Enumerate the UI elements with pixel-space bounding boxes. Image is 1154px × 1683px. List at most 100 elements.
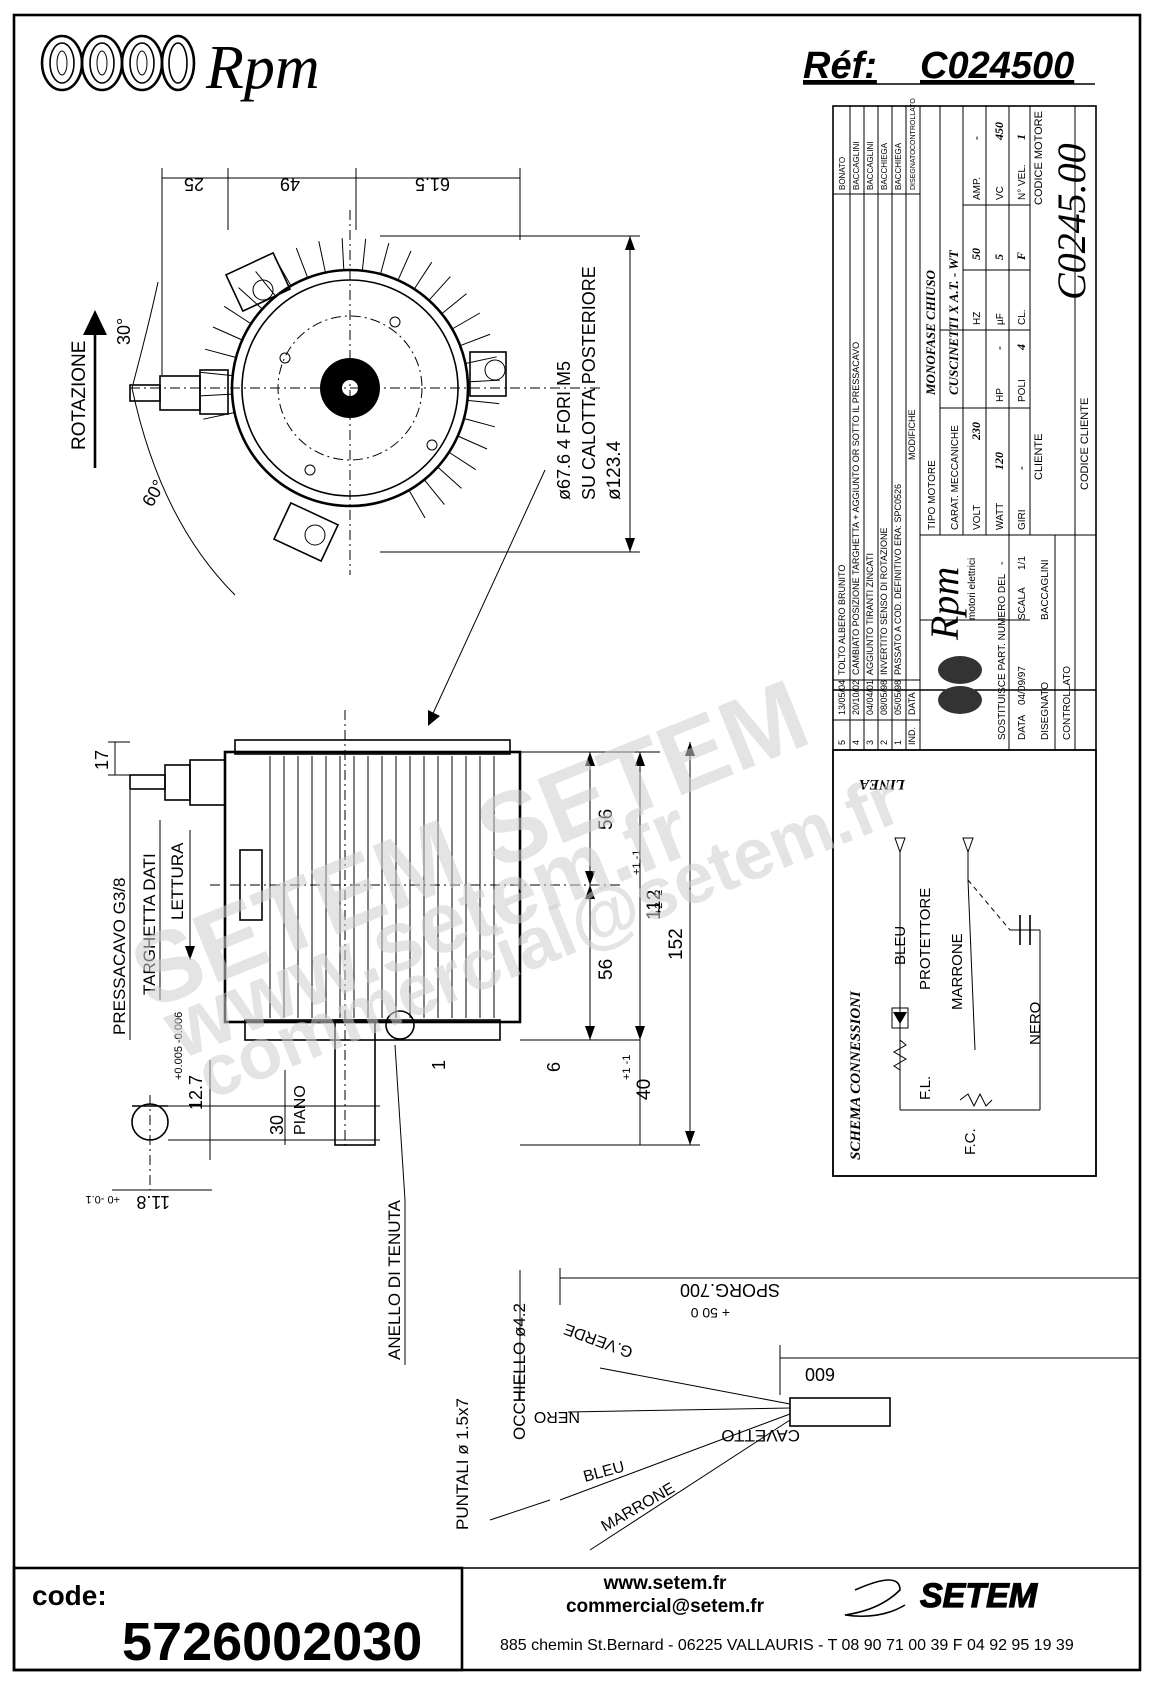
hp: - [992,346,1006,350]
carat-label: CARAT. MECCANICHE [950,425,961,530]
fin [203,412,235,420]
rev-header: MODIFICHE [907,410,917,461]
rev-ind: 3 [865,740,875,745]
uf: 5 [992,254,1006,260]
fin [413,261,433,290]
rev-ind: 4 [851,740,861,745]
lettura-label: LETTURA [168,842,187,920]
giri-label: GIRI [1017,509,1028,530]
dim-30: 30 [267,1115,287,1135]
schema-connessioni: SCHEMA CONNESSIONI LINEA BLEU PROTETTORE… [832,749,1097,1177]
swirl-icon [844,1579,906,1618]
fl-label: F.L. [917,1076,934,1100]
marrone-label: MARRONE [949,933,966,1010]
fin [428,276,451,301]
len-600: 600 [805,1364,835,1384]
nvel: 1 [1014,134,1028,140]
poli: 4 [1014,344,1028,351]
giri: - [1014,466,1028,470]
ref-value: C024500 [920,45,1074,87]
fin [361,238,367,271]
fin [341,238,345,271]
fin [463,418,496,428]
rpm-brand: Rpm [205,34,320,102]
footer-address: 885 chemin St.Bernard - 06225 VALLAURIS … [500,1637,1074,1654]
sporg-tol: + 50 0 [690,1305,730,1321]
hz: 50 [969,248,983,260]
nvel-label: N° VEL. [1017,164,1028,200]
code-value: 5726002030 [122,1612,422,1672]
dim-25: 25 [184,174,204,194]
tb-brand-sub: motori elettrici [967,558,978,620]
hz-label: HZ [972,312,983,325]
cl: F [1014,252,1028,261]
dim-152: 152 [666,928,687,960]
sporg-label: SPORG.700 [680,1280,780,1300]
cliente-label: CLIENTE [1033,434,1045,480]
rev-ind: 5 [837,740,847,745]
holes-label-2: SU CALOTTA POSTERIORE [579,266,599,500]
angle-30: 30° [114,318,134,345]
fin [380,242,390,275]
watt: 120 [992,452,1006,470]
fin [212,326,243,341]
nero-label: NERO [1027,1002,1044,1045]
fin [200,393,233,397]
side-view: 17 56 56 112 +1 -1 152 +2 -2 40 +1 -1 6 … [85,710,700,1365]
ref-label: Réf: [803,45,877,87]
disegnato-label: DISEGNATO [1040,682,1051,740]
disegnato-value: BACCAGLINI [1040,559,1051,620]
fin [457,435,488,450]
uf-label: µF [995,313,1006,325]
dim-40: 40 [634,1079,655,1100]
fin [223,305,252,325]
fin [441,293,467,315]
dim-11-8-tol: +0 -0.1 [85,1193,120,1205]
poli-label: POLI [1017,379,1028,402]
vc: 450 [992,122,1006,141]
setem-logo-text: SETEM [920,1577,1038,1615]
scala-label: SCALA [1017,587,1028,620]
rev-date: 04/04/01 [865,680,875,715]
sostituisce-label: SOSTITUISCE PART. NUMERO DEL [997,573,1008,740]
rev-ind: 2 [879,740,889,745]
rev-by: BACCHIEGA [894,142,903,190]
fc-label: F.C. [962,1128,979,1155]
dim-11-8: 11.8 [136,1192,170,1212]
angle-60: 60° [138,476,169,510]
fin [397,250,412,281]
fin [295,247,309,279]
fin [467,399,500,405]
rev-text: CAMBIATO POSIZIONE TARGHETTA + AGGIUNTO … [851,342,861,675]
dim-112-tol: +1 -1 [631,850,643,875]
rev-date: 13/05/04 [837,680,847,715]
rev-by: BONATO [838,157,847,190]
linea-label: LINEA [859,776,906,792]
rev-text: INVERTITO SENSO DI ROTAZIONE [879,527,889,675]
rev-text: TOLTO ALBERO BRUNITO [837,565,847,675]
fin [448,451,477,471]
codice-motore-label: CODICE MOTORE [1033,111,1045,205]
rev-by: BACCHIEGA [880,142,889,190]
data-label: DATA [1017,714,1028,740]
dim-112: 112 [644,890,665,920]
dim-dia-123-4: ø123.4 [604,440,625,500]
protettore-label: PROTETTORE [917,888,934,990]
rev-header: IND. [907,727,917,745]
footer-email[interactable]: commercial@setem.fr [566,1596,765,1617]
data-value: 04/09/97 [1017,666,1028,705]
anello-label: ANELLO DI TENUTA [385,1199,404,1360]
dim-152-tol: +2 -2 [653,890,665,915]
dim-40-tol: +1 -1 [621,1055,633,1080]
rev-header-disegnato: DISEGNATO [910,149,917,190]
pressacavo-label: PRESSACAVO G3/8 [110,878,129,1035]
footer-web[interactable]: www.setem.fr [603,1573,727,1594]
dim-56-bottom: 56 [596,959,617,980]
schema-title: SCHEMA CONNESSIONI [848,990,864,1160]
rev-text: PASSATO A COD. DEFINITIVO ERA: SPC0526 [893,484,903,675]
amp-label: AMP. [972,177,983,200]
